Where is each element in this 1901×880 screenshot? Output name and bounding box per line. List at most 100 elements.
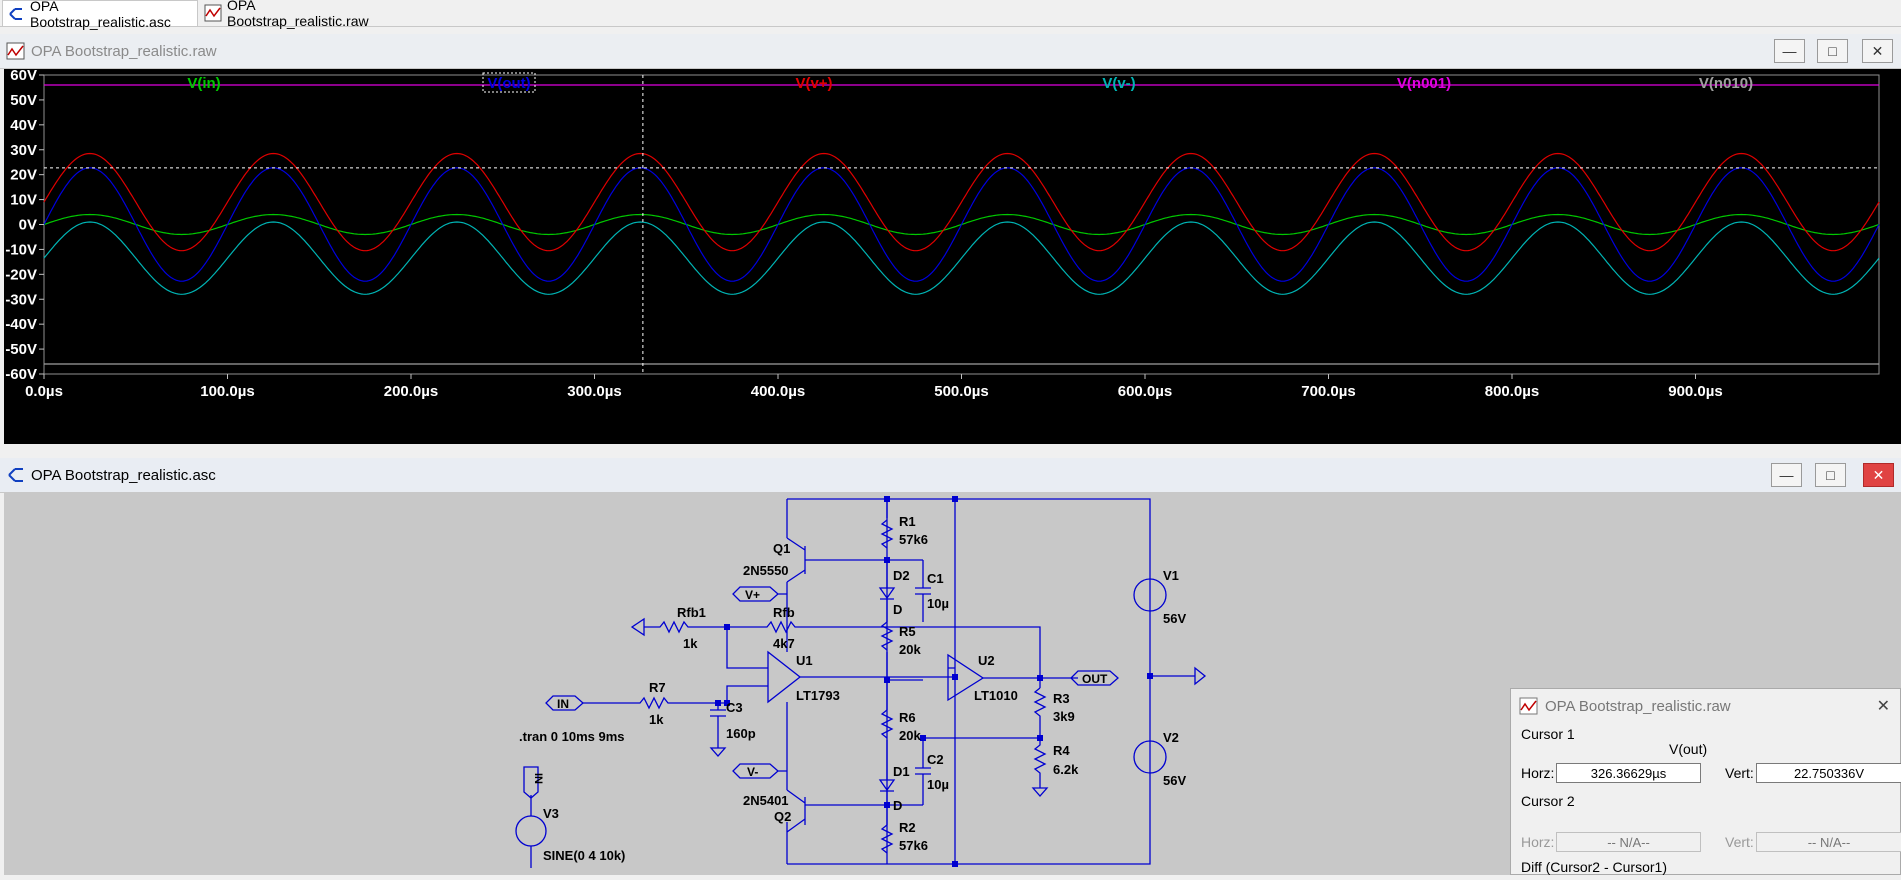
r7-value: 1k [649,712,664,727]
resistor-r1[interactable] [880,519,894,549]
c3-label: C3 [726,700,743,715]
trace-vv+[interactable] [43,152,1880,252]
c2-label: C2 [927,752,944,767]
cursor-panel-title: OPA Bootstrap_realistic.raw [1545,697,1731,715]
capacitor-c1[interactable] [887,559,931,681]
legend-entry[interactable]: V(out) [487,75,530,92]
net-flag-vplus[interactable] [732,586,787,602]
x-tick-label: 300.0µs [567,383,622,400]
tab-waveform[interactable]: OPA Bootstrap_realistic.raw [200,0,396,29]
maximize-button[interactable]: □ [1817,39,1848,63]
cursor1-trace: V(out) [1669,741,1708,757]
resistor-rfb[interactable] [727,620,1041,678]
net-flag-out[interactable] [1070,670,1119,686]
net-flag-in-vertical[interactable] [523,766,539,799]
u2-label: U2 [978,653,995,668]
net-in-text: IN [557,697,569,711]
resistor-rfb1[interactable] [632,620,727,634]
v3-label: V3 [543,806,559,821]
q2-model: 2N5401 [743,793,789,808]
y-tick-label: 30V [10,142,37,159]
capacitor-c3[interactable] [710,703,726,748]
x-tick-label: 200.0µs [384,383,439,400]
trace-vout[interactable] [43,167,1880,282]
waveform-titlebar: OPA Bootstrap_realistic.raw — □ ✕ [0,34,1901,69]
cursor1-vert-field[interactable] [1756,763,1901,783]
net-out-text: OUT [1082,672,1108,686]
schematic-window-title: OPA Bootstrap_realistic.asc [31,466,216,484]
r6-label: R6 [899,710,916,725]
x-tick-label: 800.0µs [1485,383,1540,400]
rfb-value: 4k7 [773,636,795,651]
waveform-icon [204,4,222,22]
resistor-r4[interactable] [1033,738,1047,788]
q1-label: Q1 [773,541,790,556]
cursor2-vert-field [1756,832,1901,852]
legend-entry[interactable]: V(in) [187,75,220,92]
r4-value: 6.2k [1053,762,1079,777]
buffer-u2[interactable] [947,653,985,702]
transistor-q1[interactable] [786,537,887,583]
schematic-drawing[interactable]: Q1 2N5550 2N5401 Q2 R1 57k6 D2 D C1 10µ … [4,493,1901,875]
close-button[interactable]: ✕ [1862,39,1893,63]
horz1-label: Horz: [1521,765,1555,781]
rfb1-label: Rfb1 [677,605,706,620]
v3-value: SINE(0 4 10k) [543,848,625,863]
r7-label: R7 [649,680,666,695]
resistor-r3[interactable] [923,687,1047,739]
resistor-r5[interactable] [880,621,894,651]
resistor-r7[interactable] [583,685,768,710]
schematic-minimize-button[interactable]: — [1771,463,1802,487]
x-tick-label: 400.0µs [751,383,806,400]
x-tick-label: 500.0µs [934,383,989,400]
trace-vv[interactable] [43,221,1880,295]
minimize-button[interactable]: — [1774,39,1805,63]
cursor-panel-close-icon[interactable]: ✕ [1876,698,1890,715]
minimize-icon: — [1779,467,1794,483]
capacitor-c2[interactable] [887,740,931,806]
document-tab-bar: OPA Bootstrap_realistic.asc OPA Bootstra… [0,0,1901,30]
d2-model: D [893,602,902,617]
legend-entry[interactable]: V(v+) [795,75,832,92]
legend-entry[interactable]: V(n010) [1699,75,1753,92]
legend-entry[interactable]: V(n001) [1397,75,1451,92]
sim-directive[interactable]: .tran 0 10ms 9ms [519,729,625,744]
legend-entry[interactable]: V(v-) [1102,75,1135,92]
waveform-window-title: OPA Bootstrap_realistic.raw [31,42,217,60]
y-tick-label: -10V [5,241,37,258]
waveform-window: OPA Bootstrap_realistic.raw — □ ✕ 60V 50V… [0,34,1901,444]
cursor1-horz-field[interactable] [1556,763,1701,783]
y-tick-label: -20V [5,266,37,283]
schematic-maximize-button[interactable]: □ [1815,463,1846,487]
vert2-label: Vert: [1725,834,1754,850]
voltage-source-v2[interactable] [1133,740,1167,774]
y-tick-label: 60V [10,69,37,84]
voltage-source-v1[interactable] [1133,578,1167,612]
schematic-close-button[interactable]: ✕ [1863,463,1894,487]
y-tick-label: -40V [5,316,37,333]
waveform-chart[interactable]: 60V50V40V30V20V10V0V-10V-20V-30V-40V-50V… [4,67,1901,444]
net-flag-vminus[interactable] [732,763,787,779]
r1-label: R1 [899,514,916,529]
r3-value: 3k9 [1053,709,1075,724]
y-tick-label: -50V [5,341,37,358]
net-flag-in[interactable] [545,695,584,711]
y-tick-label: 0V [19,217,37,234]
cursor-panel-titlebar: OPA Bootstrap_realistic.raw ✕ [1511,689,1900,723]
v2-value: 56V [1163,773,1186,788]
resistor-r6[interactable] [880,709,894,739]
u1-model: LT1793 [796,688,840,703]
y-tick-label: 50V [10,92,37,109]
cursor1-label: Cursor 1 [1521,726,1575,742]
tab-schematic[interactable]: OPA Bootstrap_realistic.asc [2,0,198,30]
y-tick-label: 20V [10,167,37,184]
voltage-source-v3[interactable] [515,815,547,847]
resistor-r2[interactable] [880,824,894,854]
legend-selection-box [482,72,536,93]
opamp-u1[interactable] [767,650,802,704]
rfb-label: Rfb [773,605,795,620]
schematic-titlebar: OPA Bootstrap_realistic.asc — □ ✕ [0,458,1901,493]
transistor-q2[interactable] [786,789,887,833]
tab-waveform-label: OPA Bootstrap_realistic.raw [227,0,369,29]
